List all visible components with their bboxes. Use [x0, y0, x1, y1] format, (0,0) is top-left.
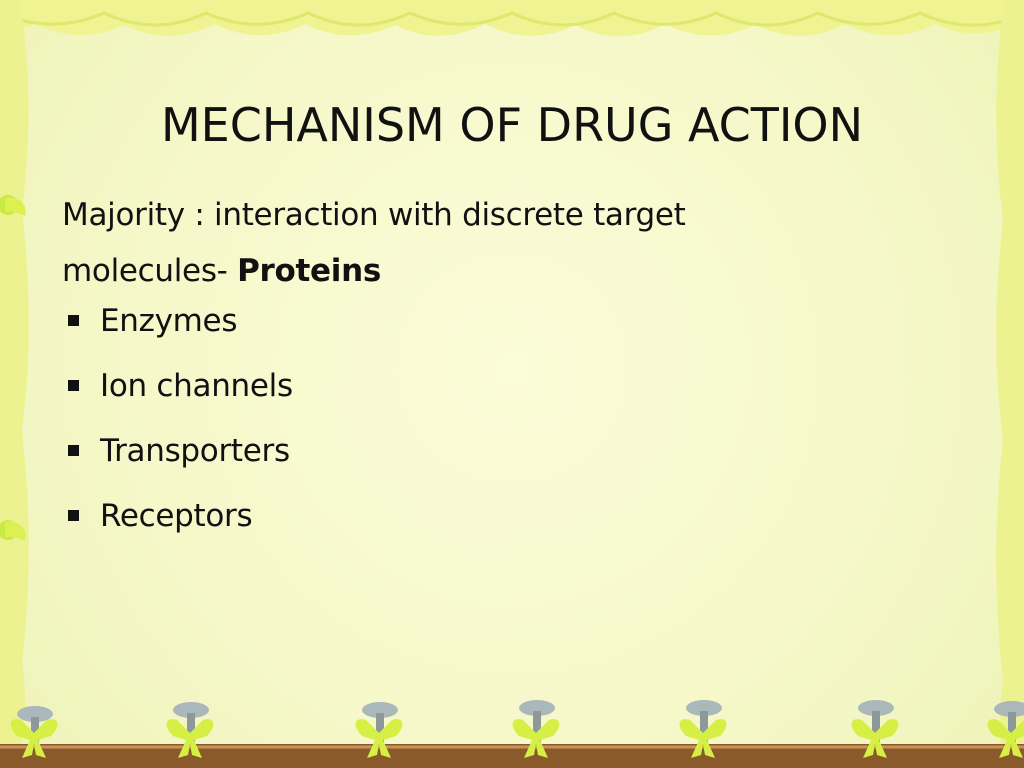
square-bullet-icon — [68, 380, 79, 391]
list-item: Transporters — [62, 431, 942, 496]
nail-ribbon-5 — [679, 700, 727, 758]
square-bullet-icon — [68, 315, 79, 326]
list-item: Receptors — [62, 496, 942, 561]
bottom-nail-ribbon-decoration — [0, 700, 1024, 768]
intro-line-2-prefix: molecules- — [62, 253, 238, 289]
list-item: Ion channels — [62, 366, 942, 431]
bullet-label-receptors: Receptors — [100, 498, 253, 534]
nail-ribbon-2 — [166, 702, 214, 758]
nail-ribbon-3 — [355, 702, 403, 758]
intro-line-2-bold: Proteins — [237, 253, 382, 289]
square-bullet-icon — [68, 510, 79, 521]
left-border-decoration — [0, 0, 29, 768]
list-item: Enzymes — [62, 301, 942, 366]
intro-text: Majority : interaction with discrete tar… — [62, 187, 942, 299]
slide-content: Majority : interaction with discrete tar… — [62, 187, 942, 561]
nail-ribbon-1 — [10, 706, 58, 758]
bullet-label-enzymes: Enzymes — [100, 303, 238, 339]
nail-ribbon-4 — [512, 700, 560, 758]
top-curtain-decoration — [0, 0, 1024, 37]
nail-ribbon-6 — [851, 700, 899, 758]
slide-title: MECHANISM OF DRUG ACTION — [160, 97, 864, 152]
right-border-decoration — [996, 0, 1024, 768]
nail-ribbon-7 — [987, 701, 1024, 758]
intro-line-1: Majority : interaction with discrete tar… — [62, 197, 686, 233]
bullet-label-transporters: Transporters — [100, 433, 290, 469]
square-bullet-icon — [68, 445, 79, 456]
bullet-label-ion-channels: Ion channels — [100, 368, 293, 404]
protein-target-list: Enzymes Ion channels Transporters Recept… — [62, 301, 942, 561]
